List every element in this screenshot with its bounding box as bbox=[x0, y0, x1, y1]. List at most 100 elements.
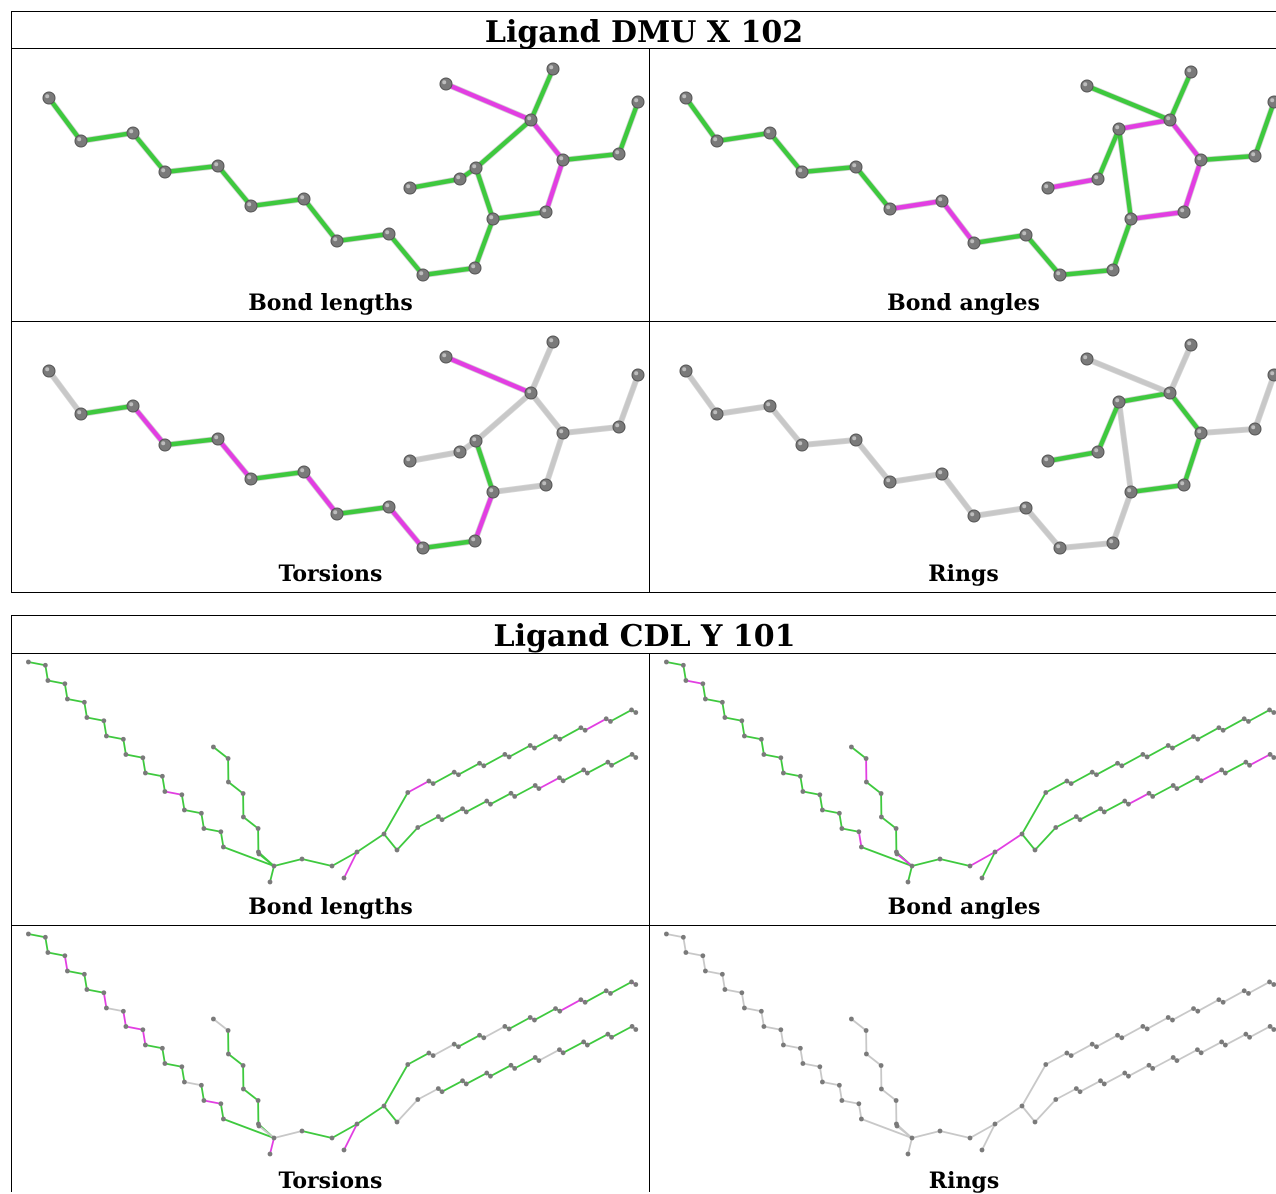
atom-highlight bbox=[1115, 398, 1119, 402]
bond bbox=[1147, 746, 1168, 757]
atom-highlight bbox=[1180, 481, 1184, 485]
bond bbox=[1080, 809, 1101, 820]
bond bbox=[1122, 1026, 1143, 1037]
atom bbox=[742, 1006, 747, 1011]
atom bbox=[1166, 1015, 1171, 1020]
atom bbox=[1122, 1071, 1127, 1076]
atom bbox=[557, 775, 562, 780]
bond bbox=[484, 1026, 505, 1037]
atom bbox=[470, 162, 482, 174]
atom-highlight bbox=[1044, 457, 1048, 461]
atom bbox=[1164, 387, 1176, 399]
atom bbox=[1223, 771, 1228, 776]
bond bbox=[705, 971, 722, 974]
bond bbox=[1071, 1044, 1092, 1055]
atom bbox=[507, 755, 512, 760]
atom bbox=[245, 200, 257, 212]
atom bbox=[464, 1082, 469, 1087]
atom bbox=[879, 1087, 884, 1092]
atom bbox=[82, 972, 87, 977]
atom bbox=[256, 826, 261, 831]
bond bbox=[458, 763, 479, 774]
atom bbox=[226, 780, 231, 785]
bond bbox=[1184, 433, 1201, 485]
atom bbox=[968, 1136, 973, 1141]
atom bbox=[436, 814, 441, 819]
atom bbox=[26, 932, 31, 937]
bond bbox=[165, 439, 218, 445]
atom bbox=[331, 235, 343, 247]
atom bbox=[1170, 1018, 1175, 1023]
atom-highlight bbox=[852, 163, 856, 167]
atom bbox=[140, 1027, 145, 1032]
atom-highlight bbox=[1109, 266, 1113, 270]
panel-caption: Rings bbox=[650, 1170, 1276, 1192]
bond bbox=[274, 859, 302, 866]
bond bbox=[851, 747, 866, 759]
atom bbox=[605, 760, 610, 765]
atom bbox=[837, 811, 842, 816]
atom bbox=[487, 213, 499, 225]
bond bbox=[145, 1045, 162, 1048]
atom bbox=[241, 815, 246, 820]
bond bbox=[1201, 1042, 1222, 1053]
bond bbox=[213, 1019, 228, 1031]
atom-highlight bbox=[489, 215, 493, 219]
atom bbox=[759, 1009, 764, 1014]
atom bbox=[202, 826, 207, 831]
bond bbox=[384, 793, 408, 835]
atom bbox=[488, 802, 493, 807]
atom bbox=[609, 763, 614, 768]
bond bbox=[1104, 1073, 1125, 1084]
atom bbox=[894, 826, 899, 831]
atom bbox=[1020, 1104, 1025, 1109]
atom bbox=[431, 1053, 436, 1058]
atom bbox=[1171, 1055, 1176, 1060]
atom bbox=[557, 154, 569, 166]
atom bbox=[1145, 755, 1150, 760]
bond bbox=[184, 1082, 201, 1085]
molecule-figure bbox=[12, 49, 649, 321]
atom bbox=[801, 789, 806, 794]
bond bbox=[1128, 1065, 1149, 1076]
atom bbox=[221, 1117, 226, 1122]
bond bbox=[764, 1027, 781, 1030]
atom bbox=[127, 127, 139, 139]
bond bbox=[218, 166, 251, 206]
atom bbox=[1170, 746, 1175, 751]
bond bbox=[259, 1126, 274, 1138]
bond bbox=[1198, 728, 1219, 739]
atom bbox=[460, 806, 465, 811]
atom-highlight bbox=[766, 129, 770, 133]
atom bbox=[1074, 814, 1079, 819]
atom bbox=[1069, 1053, 1074, 1058]
atom bbox=[684, 950, 689, 955]
atom bbox=[680, 92, 692, 104]
atom bbox=[1090, 1042, 1095, 1047]
atom bbox=[906, 1152, 911, 1157]
atom bbox=[613, 148, 625, 160]
atom-highlight bbox=[1270, 371, 1274, 375]
atom bbox=[1081, 353, 1093, 365]
atom bbox=[680, 365, 692, 377]
atom bbox=[1271, 982, 1276, 987]
bond bbox=[384, 1065, 408, 1107]
atom bbox=[1247, 1035, 1252, 1040]
atom bbox=[540, 206, 552, 218]
atom bbox=[1092, 446, 1104, 458]
atom-highlight bbox=[1197, 429, 1201, 433]
atom-highlight bbox=[1251, 152, 1255, 156]
atom bbox=[159, 166, 171, 178]
bond bbox=[1113, 219, 1131, 270]
atom bbox=[1078, 817, 1083, 822]
atom bbox=[581, 1040, 586, 1045]
bond bbox=[133, 406, 165, 445]
atom bbox=[1268, 752, 1273, 757]
atom bbox=[1219, 768, 1224, 773]
molecule-figure bbox=[650, 322, 1276, 592]
atom bbox=[415, 1097, 420, 1102]
bond bbox=[531, 342, 553, 393]
atom-highlight bbox=[129, 402, 133, 406]
atom bbox=[272, 864, 277, 869]
atom bbox=[1140, 1024, 1145, 1029]
